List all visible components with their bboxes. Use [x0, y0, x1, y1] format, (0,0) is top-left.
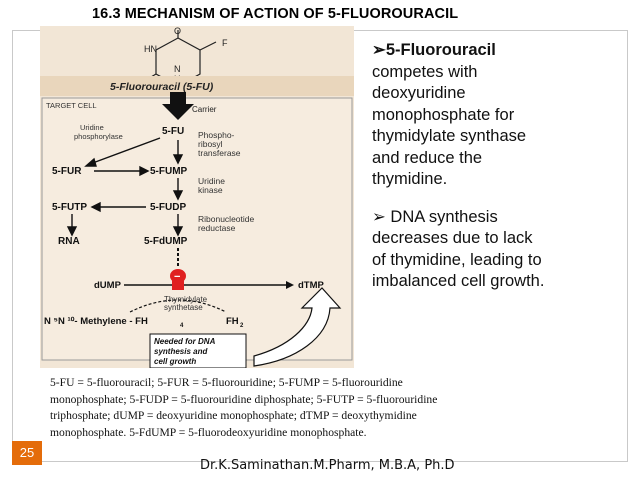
header-band [40, 76, 354, 96]
footer-author: Dr.K.Saminathan.M.Pharm, M.B.A, Ph.D [200, 458, 455, 473]
metabolite-5fump: 5-FUMP [150, 166, 188, 177]
mechanism-figure: O F HN O N H 5-Fluorouracil (5-FU) TARGE… [40, 26, 354, 369]
carrier-label: Carrier [192, 105, 217, 114]
metabolite-rna: RNA [58, 236, 80, 247]
page-number-badge: 25 [12, 441, 42, 465]
molecule-n: N [174, 64, 181, 74]
inhibition-block [172, 280, 184, 290]
bullet-1-line-6: thymidine. [372, 170, 448, 188]
thymidylate-synthetase-2: synthetase [164, 303, 203, 312]
phosphoribosyl-2: ribosyl [198, 139, 223, 149]
molecule-f: F [222, 38, 228, 48]
bullet-1-line-1: competes with [372, 62, 478, 81]
inhibit-sign [170, 269, 186, 283]
bullet-2-line-2: decreases due to lack [372, 229, 533, 247]
growth-arrow [253, 287, 342, 367]
abbreviation-line: monophosphate. 5-FdUMP = 5-fluorodeoxyur… [50, 425, 367, 439]
abbreviations-block: 5-FU = 5-fluorouracil; 5-FUR = 5-fluorou… [50, 375, 570, 441]
bullet-spacer [372, 191, 627, 207]
needed-line-3: cell growth [154, 357, 196, 366]
methylene-fh4: N ⁵N ¹⁰- Methylene - FH [44, 316, 148, 327]
abbreviation-line: triphosphate; dUMP = deoxyuridine monoph… [50, 409, 417, 423]
bullet-2-line-4: imbalanced cell growth. [372, 272, 545, 290]
fh4-subscript: 4 [180, 323, 184, 329]
uridine-kinase-2: kinase [198, 185, 223, 195]
metabolite-5fdump: 5-FdUMP [144, 236, 188, 247]
uridine-phosphorylase-1: Uridine [80, 123, 104, 132]
target-cell-box [41, 97, 353, 361]
pathway-arrows [66, 137, 184, 237]
cofactor-arc [129, 299, 227, 313]
bullet-1-line-4: thymidylate synthase [372, 127, 527, 145]
carrier-arrow [162, 92, 194, 120]
fh2-label: FH [226, 316, 239, 327]
needed-line-1: Needed for DNA [154, 337, 216, 346]
ribonucleotide-reductase-1: Ribonucleotide [198, 214, 255, 224]
uridine-kinase-1: Uridine [198, 176, 225, 186]
target-cell-label: TARGET CELL [46, 101, 97, 110]
metabolite-5fudp: 5-FUDP [150, 202, 186, 213]
ribonucleotide-reductase-2: reductase [198, 223, 236, 233]
bullet-1-line-5: and reduce the [372, 148, 483, 167]
metabolite-5futp: 5-FUTP [52, 202, 87, 213]
phosphoribosyl-3: transferase [198, 148, 241, 158]
metabolite-dump: dUMP [94, 280, 122, 291]
bullet-2-line-1: ➢ DNA synthesis [372, 207, 498, 226]
needed-box [149, 333, 247, 369]
bullet-2-line-3: of thymidine, leading to [372, 250, 542, 269]
metabolite-5fur: 5-FUR [52, 166, 82, 177]
bullet-panel: ➢5-Fluorouracil competes with deoxyuridi… [372, 40, 627, 293]
thymidylate-synthetase-1: Thymidylate [164, 295, 208, 304]
mechanism-diagram: O F HN O N H 5-Fluorouracil (5-FU) TARGE… [40, 26, 354, 369]
slide-title: 16.3 MECHANISM OF ACTION OF 5-FLUOROURAC… [92, 6, 459, 22]
needed-line-2: synthesis and [154, 347, 208, 356]
phosphoribosyl-1: Phospho- [198, 130, 235, 140]
molecule-o-top: O [174, 26, 181, 36]
bullet-1-line-3: monophosphate for [372, 105, 515, 124]
abbreviation-line: monophosphate; 5-FUDP = 5-fluorouridine … [50, 392, 438, 406]
figure-header-label: 5-Fluorouracil (5-FU) [110, 81, 214, 93]
abbreviation-line: 5-FU = 5-fluorouracil; 5-FUR = 5-fluorou… [50, 376, 403, 389]
fh2-subscript: 2 [240, 323, 244, 329]
inhibit-minus: − [174, 271, 180, 283]
metabolite-5fu: 5-FU [162, 126, 184, 137]
metabolite-dtmp: dTMP [298, 280, 325, 291]
bullet-1-title: ➢5-Fluorouracil [372, 41, 496, 59]
dump-dtmp-arrowhead [286, 281, 294, 289]
bullet-1-line-2: deoxyuridine [372, 84, 466, 102]
molecule-hn: HN [144, 44, 157, 54]
uridine-phosphorylase-2: phosphorylase [74, 132, 123, 141]
